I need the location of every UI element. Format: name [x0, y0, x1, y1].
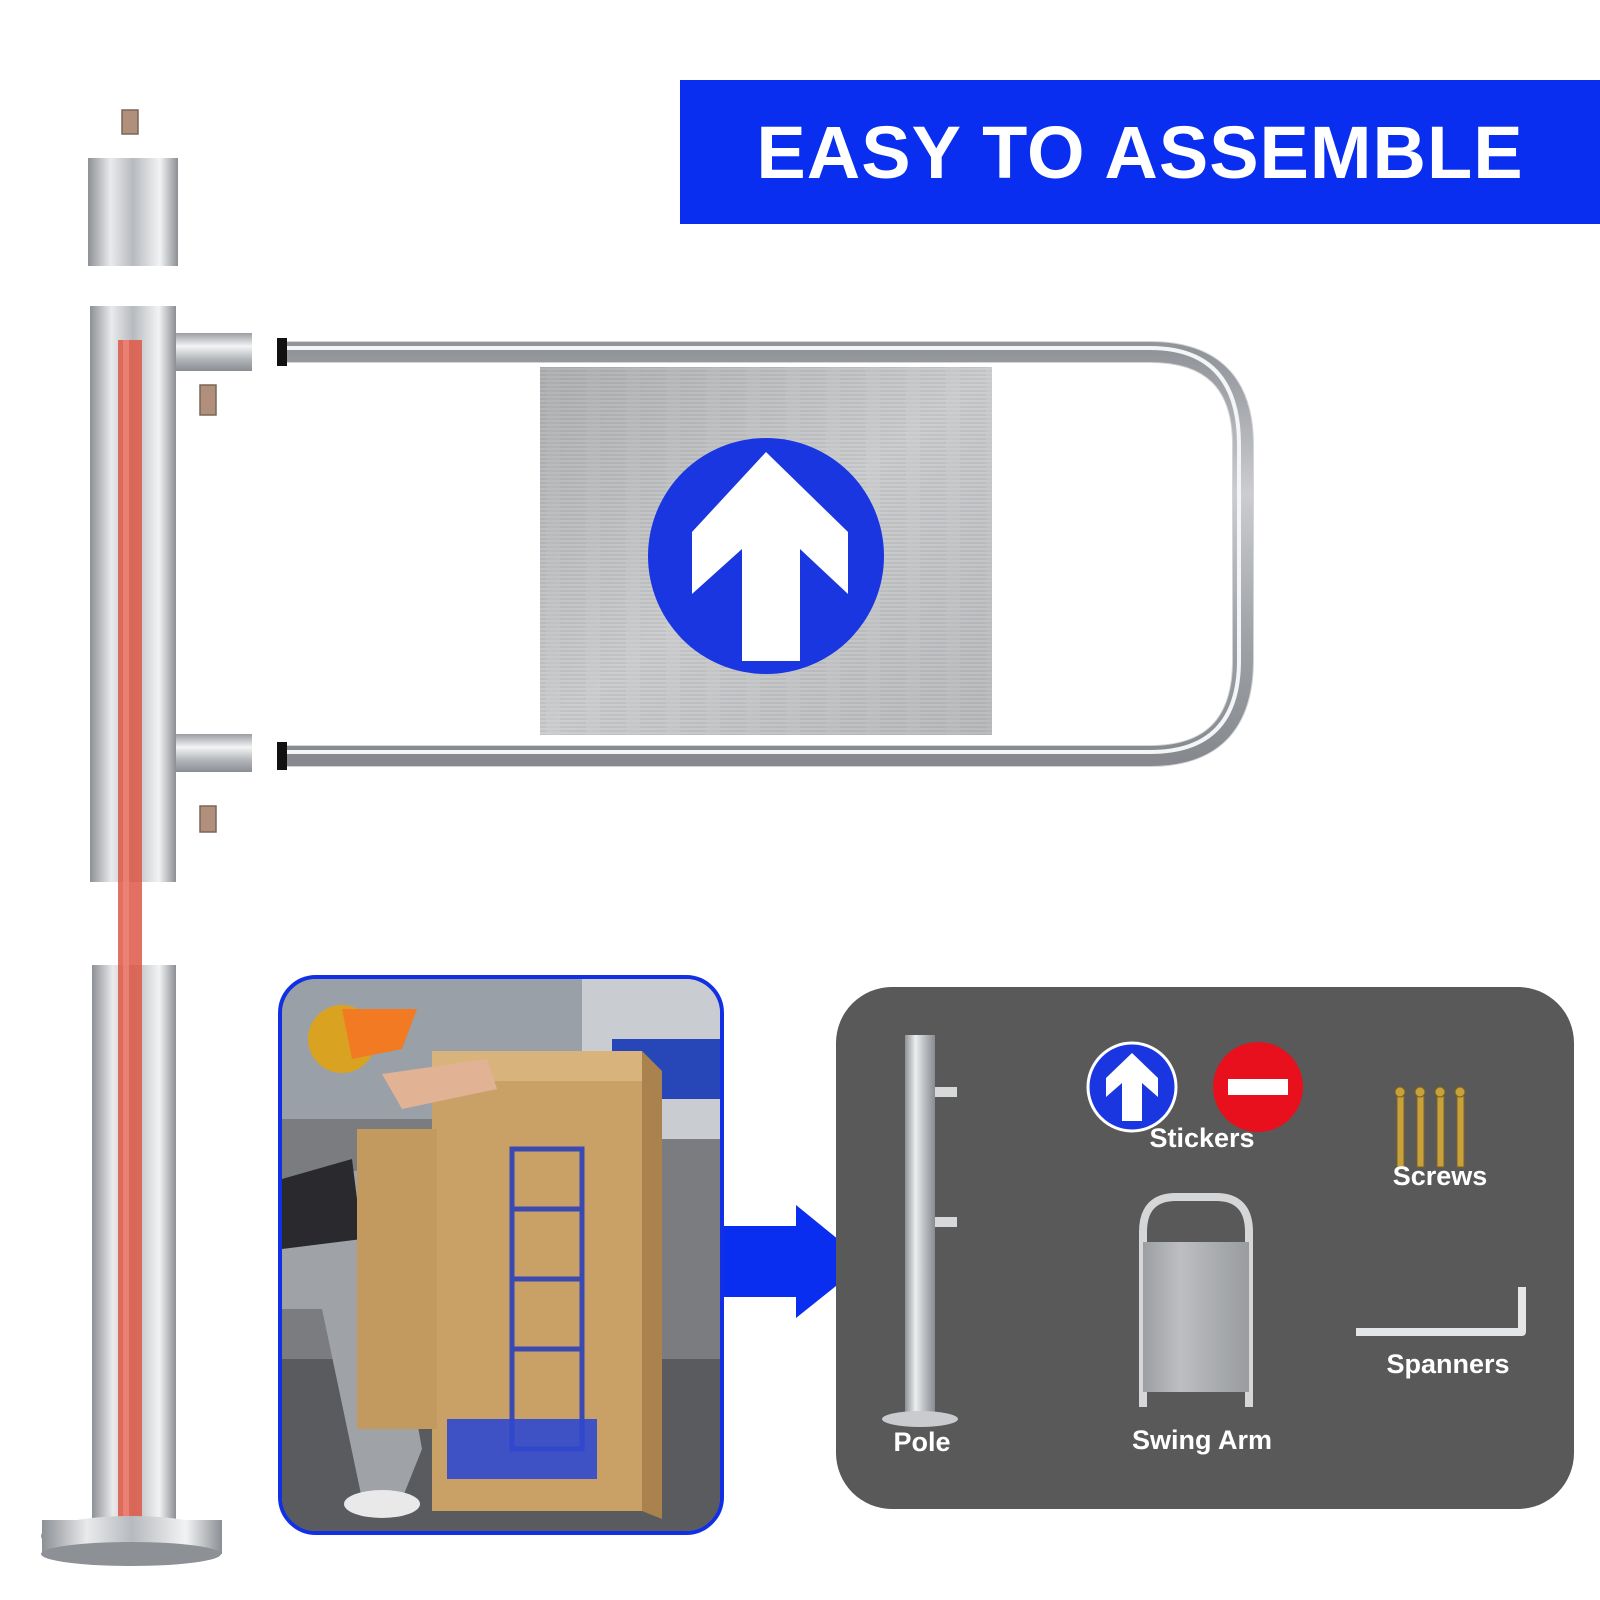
screws-illustration [1394, 1086, 1466, 1168]
kit-label-pole: Pole [893, 1427, 951, 1457]
upper-tube-end [277, 338, 287, 366]
packing-photo [278, 975, 724, 1535]
kit-illustrations [882, 1035, 1526, 1427]
spanner-illustration [1356, 1287, 1526, 1336]
top-screw [121, 109, 139, 135]
swing-arm-illustration [1139, 1193, 1253, 1407]
lower-arm-screw [199, 805, 217, 833]
kit-label-screws: Screws [1392, 1161, 1488, 1191]
lower-arm-mount [176, 734, 252, 772]
kit-contents-panel: Pole Stickers Screws Swing Arm Spanners [836, 987, 1574, 1509]
pole-top-cap [88, 158, 178, 266]
swing-arm-tube [282, 342, 1253, 766]
no-entry-icon [1213, 1042, 1303, 1132]
banner-title: EASY TO ASSEMBLE [756, 110, 1524, 194]
up-arrow-sticker [1086, 1041, 1178, 1133]
kit-label-swing-arm: Swing Arm [1131, 1425, 1273, 1455]
up-arrow-shape [692, 452, 848, 661]
kit-label-stickers: Stickers [1149, 1123, 1255, 1153]
lower-tube-end [277, 742, 287, 770]
upper-arm-mount [176, 333, 252, 371]
title-banner: EASY TO ASSEMBLE [680, 80, 1600, 224]
kit-label-spanners: Spanners [1386, 1349, 1510, 1379]
pole-illustration [882, 1035, 958, 1427]
packing-scene [282, 979, 720, 1531]
upper-arm-screw [199, 384, 217, 416]
pole-inner-rod [118, 340, 142, 1520]
